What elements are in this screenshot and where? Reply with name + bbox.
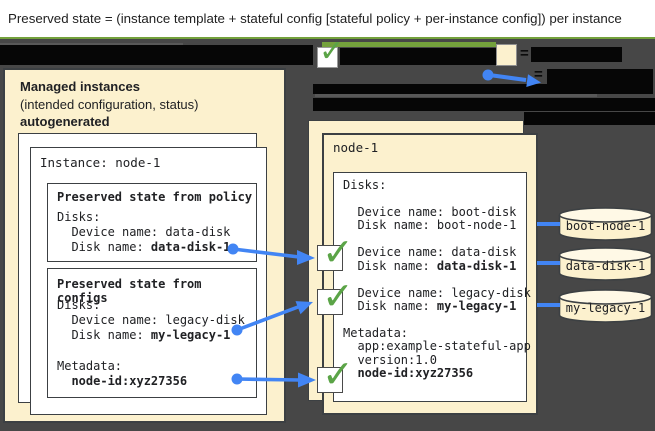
diagram-title: Preserved state = (instance template + s… [8,11,622,26]
cylinder-shape [558,207,653,241]
disk-cylinder-boot: boot-node-1 [558,206,653,246]
text-line: Device name: boot-disk [343,204,517,219]
text-line: Disk name: boot-node-1 [343,218,517,233]
cylinder-top [558,207,653,223]
redaction-bar-c [524,112,655,125]
text-line: Disks: [343,178,387,192]
legend-equals-2: = [534,66,543,83]
redaction-bar-r1 [531,47,622,62]
redaction-grayline-right [315,94,597,97]
heading-line-2: (intended configuration, status) [20,96,199,112]
text-line: Disk name: data-disk-1 [57,240,231,255]
text-line: Metadata: [57,358,123,373]
disk-cylinder-legacy: my-legacy-1 [558,288,653,328]
text-line [343,192,531,205]
text-line [343,273,531,286]
stateful-checkbox-legacy-disk [317,289,343,315]
text-line: Disk name: my-legacy-1 [343,299,517,314]
legend-checkbox [317,47,338,68]
configs-box-title: Preserved state from configs [57,277,202,305]
text-line: version:1.0 [343,352,437,367]
redaction-bar-b [313,98,655,111]
text-line [343,233,531,246]
text-line: Device name: data-disk [343,245,517,260]
node-panel-label: node-1 [333,140,379,155]
cylinder-shape [558,289,653,323]
cylinder-top [558,247,653,263]
heading-line-1: Managed instances [20,79,140,94]
legend-cream-square [496,44,517,66]
redaction-bar-left [0,45,313,65]
cylinder-top [558,289,653,305]
node-state-lines: Disks: Device name: boot-disk Disk name:… [343,178,531,381]
redaction-bar-mid [340,48,496,65]
text-line: Metadata: [343,325,409,340]
redaction-grayline-left [0,42,183,45]
managed-instances-heading: Managed instances (intended configuratio… [20,78,199,131]
cylinder-shape [558,247,653,281]
node-state-box: Disks: Device name: boot-disk Disk name:… [333,172,531,402]
disk-label-data: data-disk-1 [565,259,646,273]
stateful-checkbox-node-id [317,367,343,393]
text-line [343,314,531,327]
policy-box-lines: Disks: Device name: data-disk Disk name:… [57,210,230,256]
policy-box-title: Preserved state from policy [57,190,253,204]
policy-box: Preserved state from policy Disks: Devic… [47,183,257,262]
text-line: Disks: [57,298,101,312]
disk-label-boot: boot-node-1 [565,219,646,233]
text-line: node-id:xyz27356 [71,374,188,389]
text-line: Device name: data-disk [57,225,231,240]
configs-box-lines: Disks: Device name: legacy-disk Disk nam… [57,298,245,389]
stateful-checkbox-data-disk [317,245,343,271]
text-line: Disk name: data-disk-1 [343,258,517,273]
text-line: Disks: [57,210,101,224]
text-line: Disk name: my-legacy-1 [57,328,231,343]
configs-box: Preserved state from configs Disks: Devi… [47,268,257,398]
redaction-bar-a [313,84,653,94]
heading-line-3: autogenerated [20,114,110,129]
disk-cylinder-data: data-disk-1 [558,246,653,286]
disk-label-legacy: my-legacy-1 [565,301,646,315]
legend-equals-1: = [520,45,529,62]
legend-connector-dot [482,69,494,81]
text-line: app:example-stateful-app [343,339,531,354]
legend-connector-line [492,73,527,82]
text-line: node-id:xyz27356 [357,366,474,381]
text-line: Device name: legacy-disk [57,313,245,328]
title-bar: Preserved state = (instance template + s… [0,0,655,39]
text-line: Device name: legacy-disk [343,285,531,300]
instance-label: Instance: node-1 [40,155,161,170]
text-line [57,344,245,359]
redaction-bar-r2 [547,69,653,84]
legend-green-line [322,41,496,47]
